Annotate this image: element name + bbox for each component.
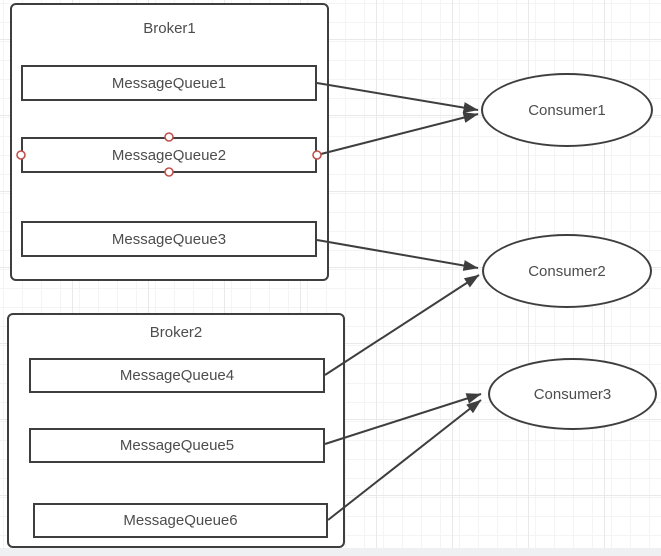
connector-messagequeue3-consumer2[interactable]: [316, 239, 479, 271]
queue-box-messagequeue3[interactable]: MessageQueue3: [21, 221, 317, 257]
queue-box-messagequeue5[interactable]: MessageQueue5: [29, 428, 325, 463]
queue-box-messagequeue1[interactable]: MessageQueue1: [21, 65, 317, 101]
connector-messagequeue6-consumer3[interactable]: [327, 399, 482, 521]
queue-label-messagequeue1: MessageQueue1: [111, 74, 227, 92]
queue-box-messagequeue4[interactable]: MessageQueue4: [29, 358, 325, 393]
consumer2-label: Consumer2: [528, 262, 606, 280]
broker1-title: Broker1: [143, 20, 196, 37]
consumer3-label: Consumer3: [533, 385, 612, 403]
consumer3-ellipse[interactable]: Consumer3: [488, 358, 657, 430]
consumer1-label: Consumer1: [528, 101, 606, 119]
connector-messagequeue5-consumer3[interactable]: [324, 393, 482, 445]
queue-label-messagequeue3: MessageQueue3: [111, 230, 227, 248]
queue-box-messagequeue6[interactable]: MessageQueue6: [33, 503, 328, 538]
connector-messagequeue2-consumer1[interactable]: [316, 112, 479, 156]
queue-label-messagequeue6: MessageQueue6: [123, 512, 238, 529]
queue-label-messagequeue2: MessageQueue2: [111, 146, 227, 164]
messagequeue2-handle-bottom[interactable]: [164, 167, 174, 177]
queue-label-messagequeue4: MessageQueue4: [119, 367, 235, 384]
connector-messagequeue1-consumer1[interactable]: [316, 82, 479, 114]
messagequeue2-handle-right[interactable]: [312, 150, 322, 160]
messagequeue2-handle-top[interactable]: [164, 132, 174, 142]
broker1-box[interactable]: Broker1 MessageQueue1 MessageQueue2 Mess…: [10, 3, 329, 281]
consumer2-ellipse[interactable]: Consumer2: [482, 234, 652, 308]
messagequeue2-handle-left[interactable]: [16, 150, 26, 160]
broker2-box[interactable]: Broker2 MessageQueue4 MessageQueue5 Mess…: [7, 313, 345, 548]
queue-label-messagequeue5: MessageQueue5: [119, 437, 235, 454]
broker2-title: Broker2: [149, 324, 203, 341]
canvas-bottom-strip: [0, 548, 661, 556]
connector-messagequeue4-consumer2[interactable]: [324, 274, 480, 376]
consumer1-ellipse[interactable]: Consumer1: [481, 73, 653, 147]
